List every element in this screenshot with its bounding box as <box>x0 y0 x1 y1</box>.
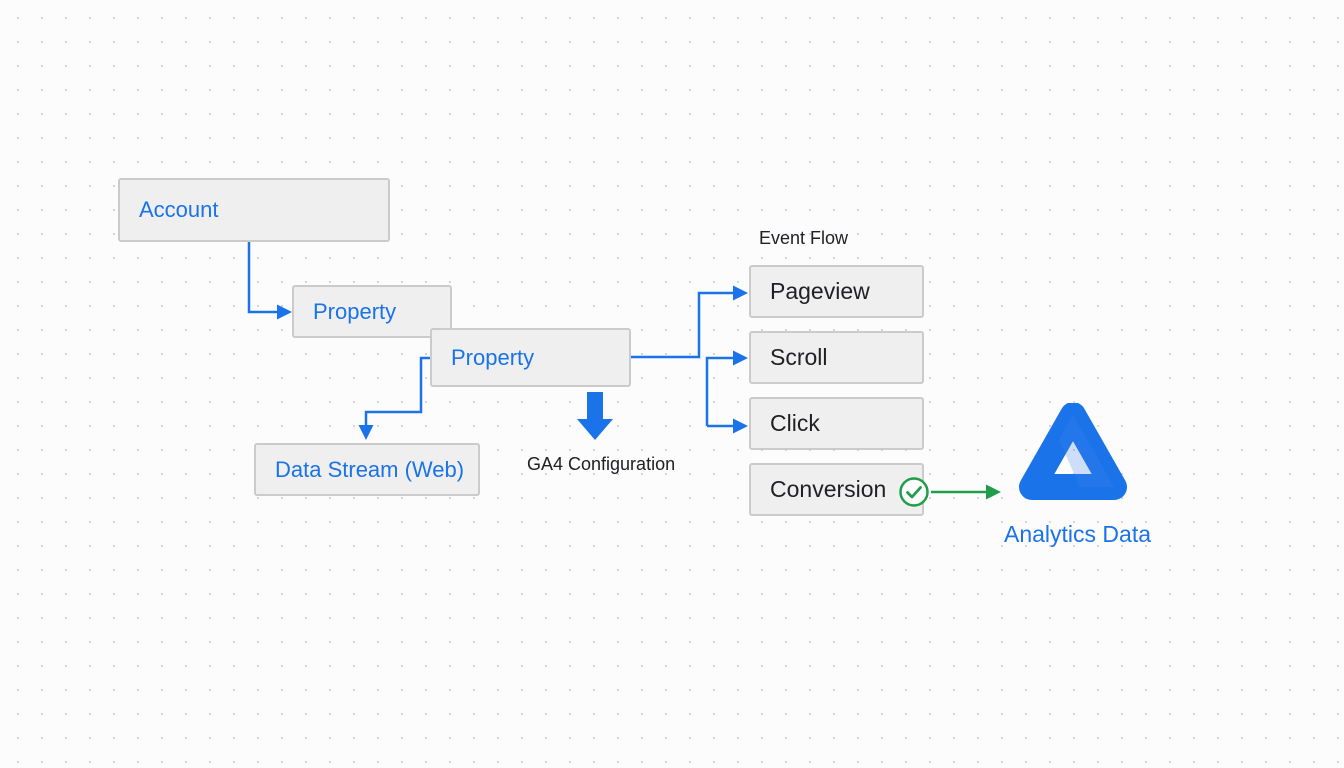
event-pageview-node[interactable]: Pageview <box>749 265 924 318</box>
ga4-configuration-label: GA4 Configuration <box>527 454 676 474</box>
event-click-label: Click <box>770 410 820 436</box>
data-stream-node[interactable]: Data Stream (Web) <box>254 443 480 496</box>
event-scroll-node[interactable]: Scroll <box>749 331 924 384</box>
event-flow-title: Event Flow <box>759 228 849 248</box>
property-node-secondary[interactable]: Property <box>430 328 631 387</box>
data-stream-node-label: Data Stream (Web) <box>275 456 465 482</box>
event-click-node[interactable]: Click <box>749 397 924 450</box>
ga4-configuration-arrow-icon <box>577 392 613 440</box>
account-node-label: Account <box>139 197 219 222</box>
google-analytics-icon <box>1019 403 1127 500</box>
check-circle-icon <box>899 477 929 507</box>
event-pageview-label: Pageview <box>770 278 870 304</box>
analytics-data-label: Analytics Data <box>1004 521 1152 547</box>
connector-account-property <box>247 241 292 320</box>
connector-property-pageview <box>630 285 748 359</box>
account-node[interactable]: Account <box>118 178 390 242</box>
connector-property-datastream <box>358 356 430 440</box>
event-conversion-node[interactable]: Conversion <box>749 463 924 516</box>
property-node-secondary-label: Property <box>451 344 535 370</box>
property-node[interactable]: Property <box>292 285 452 338</box>
property-node-label: Property <box>313 298 397 324</box>
event-conversion-label: Conversion <box>770 476 887 502</box>
event-scroll-label: Scroll <box>770 344 828 370</box>
connector-to-scroll <box>705 350 748 426</box>
